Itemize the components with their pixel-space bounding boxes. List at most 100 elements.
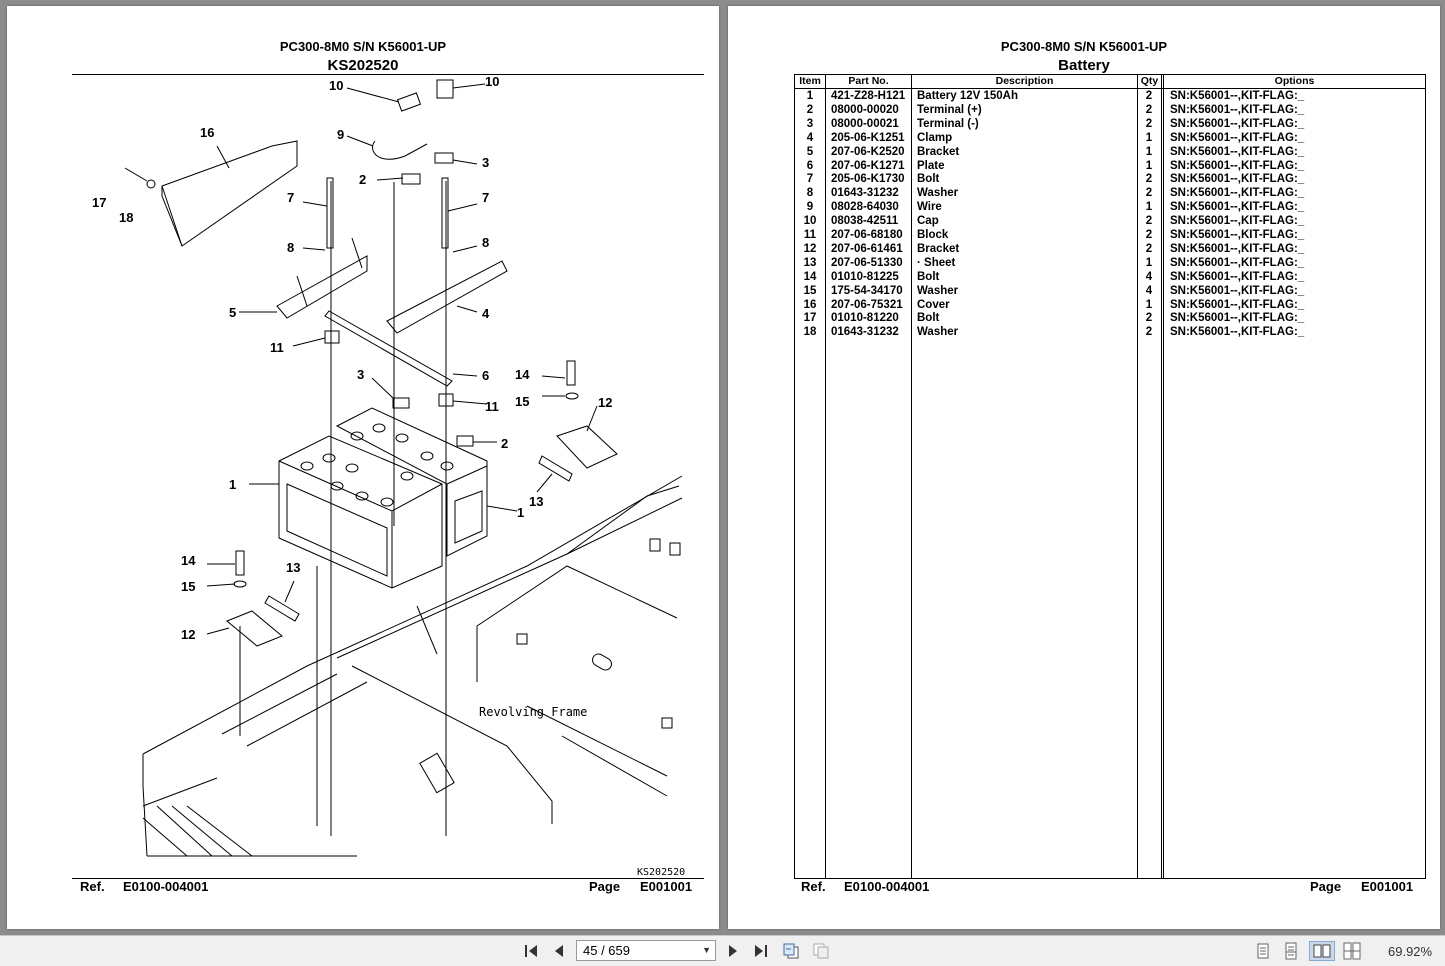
part-number-cell: 207-06-K2520	[831, 145, 905, 158]
description-cell: Washer	[917, 284, 959, 297]
callout-8: 8	[287, 240, 294, 255]
header-part-no: Part No.	[848, 75, 889, 87]
two-page-view-icon	[1313, 944, 1331, 958]
description-cell: Cover	[917, 298, 950, 311]
callout-13: 13	[286, 560, 300, 575]
options-cell: SN:K56001--,KIT-FLAG:_	[1170, 312, 1305, 325]
description-cell: Bolt	[917, 312, 940, 325]
single-page-view-button[interactable]	[1252, 941, 1274, 961]
part-number-cell: 207-06-75321	[831, 298, 903, 311]
qty-cell: 4	[1145, 270, 1153, 283]
page-label: Page	[1310, 879, 1342, 894]
header-item: Item	[799, 75, 821, 87]
item-cell: 9	[806, 201, 814, 214]
options-cell: SN:K56001--,KIT-FLAG:_	[1170, 145, 1305, 158]
previous-page-button[interactable]	[548, 941, 570, 961]
callout-4: 4	[482, 306, 490, 321]
description-cell: · Sheet	[917, 256, 956, 269]
item-cell: 3	[806, 117, 814, 130]
qty-cell: 2	[1145, 312, 1153, 325]
first-page-button[interactable]	[520, 941, 542, 961]
part-number-cell: 01643-31232	[831, 326, 899, 339]
options-cell: SN:K56001--,KIT-FLAG:_	[1170, 256, 1305, 269]
callout-11: 11	[485, 399, 499, 414]
description-cell: Bracket	[917, 145, 960, 158]
description-cell: Washer	[917, 187, 959, 200]
callout-13: 13	[529, 494, 543, 509]
part-number-cell: 207-06-61461	[831, 242, 903, 255]
qty-cell: 2	[1145, 326, 1153, 339]
qty-cell: 2	[1145, 215, 1153, 228]
item-cell: 5	[806, 145, 814, 158]
callout-10: 10	[485, 74, 499, 89]
item-cell: 17	[803, 312, 817, 325]
description-cell: Washer	[917, 326, 959, 339]
page-indicator: 45 / 659	[583, 943, 630, 958]
callout-2: 2	[359, 172, 366, 187]
callout-1: 1	[517, 505, 524, 520]
zoom-level[interactable]: 69.92%	[1388, 944, 1433, 959]
right-page: PC300-8M0 S/N K56001-UP Battery Item Par…	[728, 6, 1440, 929]
go-forward-icon	[813, 943, 829, 959]
callout-15: 15	[181, 579, 195, 594]
description-cell: Clamp	[917, 131, 953, 144]
options-cell: SN:K56001--,KIT-FLAG:_	[1170, 201, 1305, 214]
item-cell: 4	[806, 131, 814, 144]
description-cell: Cap	[917, 215, 939, 228]
part-number-cell: 01643-31232	[831, 187, 899, 200]
qty-cell: 2	[1145, 103, 1153, 116]
header-description: Description	[995, 75, 1054, 87]
go-forward-button[interactable]	[810, 941, 832, 961]
qty-cell: 1	[1145, 201, 1153, 214]
options-cell: SN:K56001--,KIT-FLAG:_	[1170, 326, 1305, 339]
part-number-cell: 207-06-68180	[831, 229, 903, 241]
description-cell: Terminal (+)	[917, 103, 982, 116]
options-cell: SN:K56001--,KIT-FLAG:_	[1170, 90, 1305, 102]
last-page-button[interactable]	[750, 941, 772, 961]
qty-cell: 1	[1145, 298, 1153, 311]
callout-7: 7	[482, 190, 489, 205]
options-cell: SN:K56001--,KIT-FLAG:_	[1170, 159, 1305, 172]
callout-14: 14	[515, 367, 530, 382]
part-number-cell: 01010-81225	[831, 270, 899, 283]
next-page-button[interactable]	[722, 941, 744, 961]
callout-12: 12	[181, 627, 195, 642]
qty-cell: 2	[1145, 117, 1153, 130]
part-number-cell: 08000-00021	[831, 117, 899, 130]
callout-15: 15	[515, 394, 529, 409]
callout-7: 7	[287, 190, 294, 205]
item-cell: 1	[806, 90, 814, 102]
two-page-view-button[interactable]	[1309, 941, 1335, 961]
options-cell: SN:K56001--,KIT-FLAG:_	[1170, 284, 1305, 297]
part-number-cell: 207-06-51330	[831, 256, 903, 269]
continuous-view-icon	[1285, 942, 1297, 960]
options-cell: SN:K56001--,KIT-FLAG:_	[1170, 298, 1305, 311]
two-page-continuous-view-button[interactable]	[1341, 941, 1363, 961]
item-cell: 16	[803, 298, 817, 311]
page-value: E001001	[1361, 879, 1414, 894]
qty-cell: 1	[1145, 256, 1153, 269]
part-number-cell: 01010-81220	[831, 312, 899, 325]
part-number-cell: 205-06-K1730	[831, 173, 905, 186]
chevron-down-icon[interactable]: ▼	[702, 945, 711, 955]
callout-6: 6	[482, 368, 489, 383]
options-cell: SN:K56001--,KIT-FLAG:_	[1170, 187, 1305, 200]
options-cell: SN:K56001--,KIT-FLAG:_	[1170, 117, 1305, 130]
go-back-button[interactable]	[780, 941, 802, 961]
single-page-view-icon	[1257, 943, 1269, 959]
diagram-caption: KS202520	[637, 867, 685, 876]
qty-cell: 4	[1145, 284, 1153, 297]
qty-cell: 1	[1145, 159, 1153, 172]
description-cell: Battery 12V 150Ah	[917, 90, 1018, 102]
previous-page-icon	[555, 945, 563, 957]
callout-3: 3	[357, 367, 364, 382]
continuous-view-button[interactable]	[1280, 941, 1302, 961]
callout-18: 18	[119, 210, 133, 225]
callout-11: 11	[270, 340, 284, 355]
page-number-field[interactable]: 45 / 659 ▼	[576, 940, 716, 961]
page-value: E001001	[640, 879, 693, 894]
